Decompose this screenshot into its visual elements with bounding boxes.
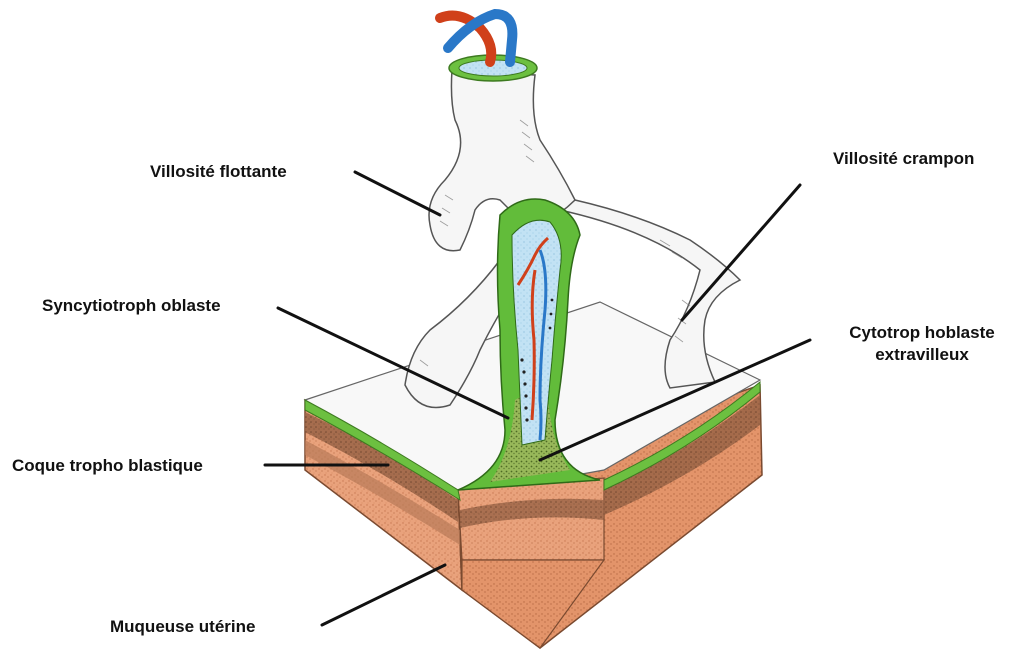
label-coque-trophoblastique: Coque tropho blastique <box>12 455 203 477</box>
label-cytotrophoblaste: Cytotrop hoblaste extravilleux <box>832 322 1012 366</box>
leader-villosite-flottante <box>355 172 440 215</box>
label-syncytiotrophoblaste: Syncytiotroph oblaste <box>42 295 221 317</box>
label-cytotrophoblaste-line1: Cytotrop hoblaste <box>832 322 1012 344</box>
label-muqueuse-uterine: Muqueuse utérine <box>110 616 255 638</box>
label-villosite-crampon: Villosité crampon <box>833 148 974 170</box>
leader-muqueuse <box>322 565 445 625</box>
label-villosite-flottante: Villosité flottante <box>150 161 287 183</box>
label-cytotrophoblaste-line2: extravilleux <box>832 344 1012 366</box>
